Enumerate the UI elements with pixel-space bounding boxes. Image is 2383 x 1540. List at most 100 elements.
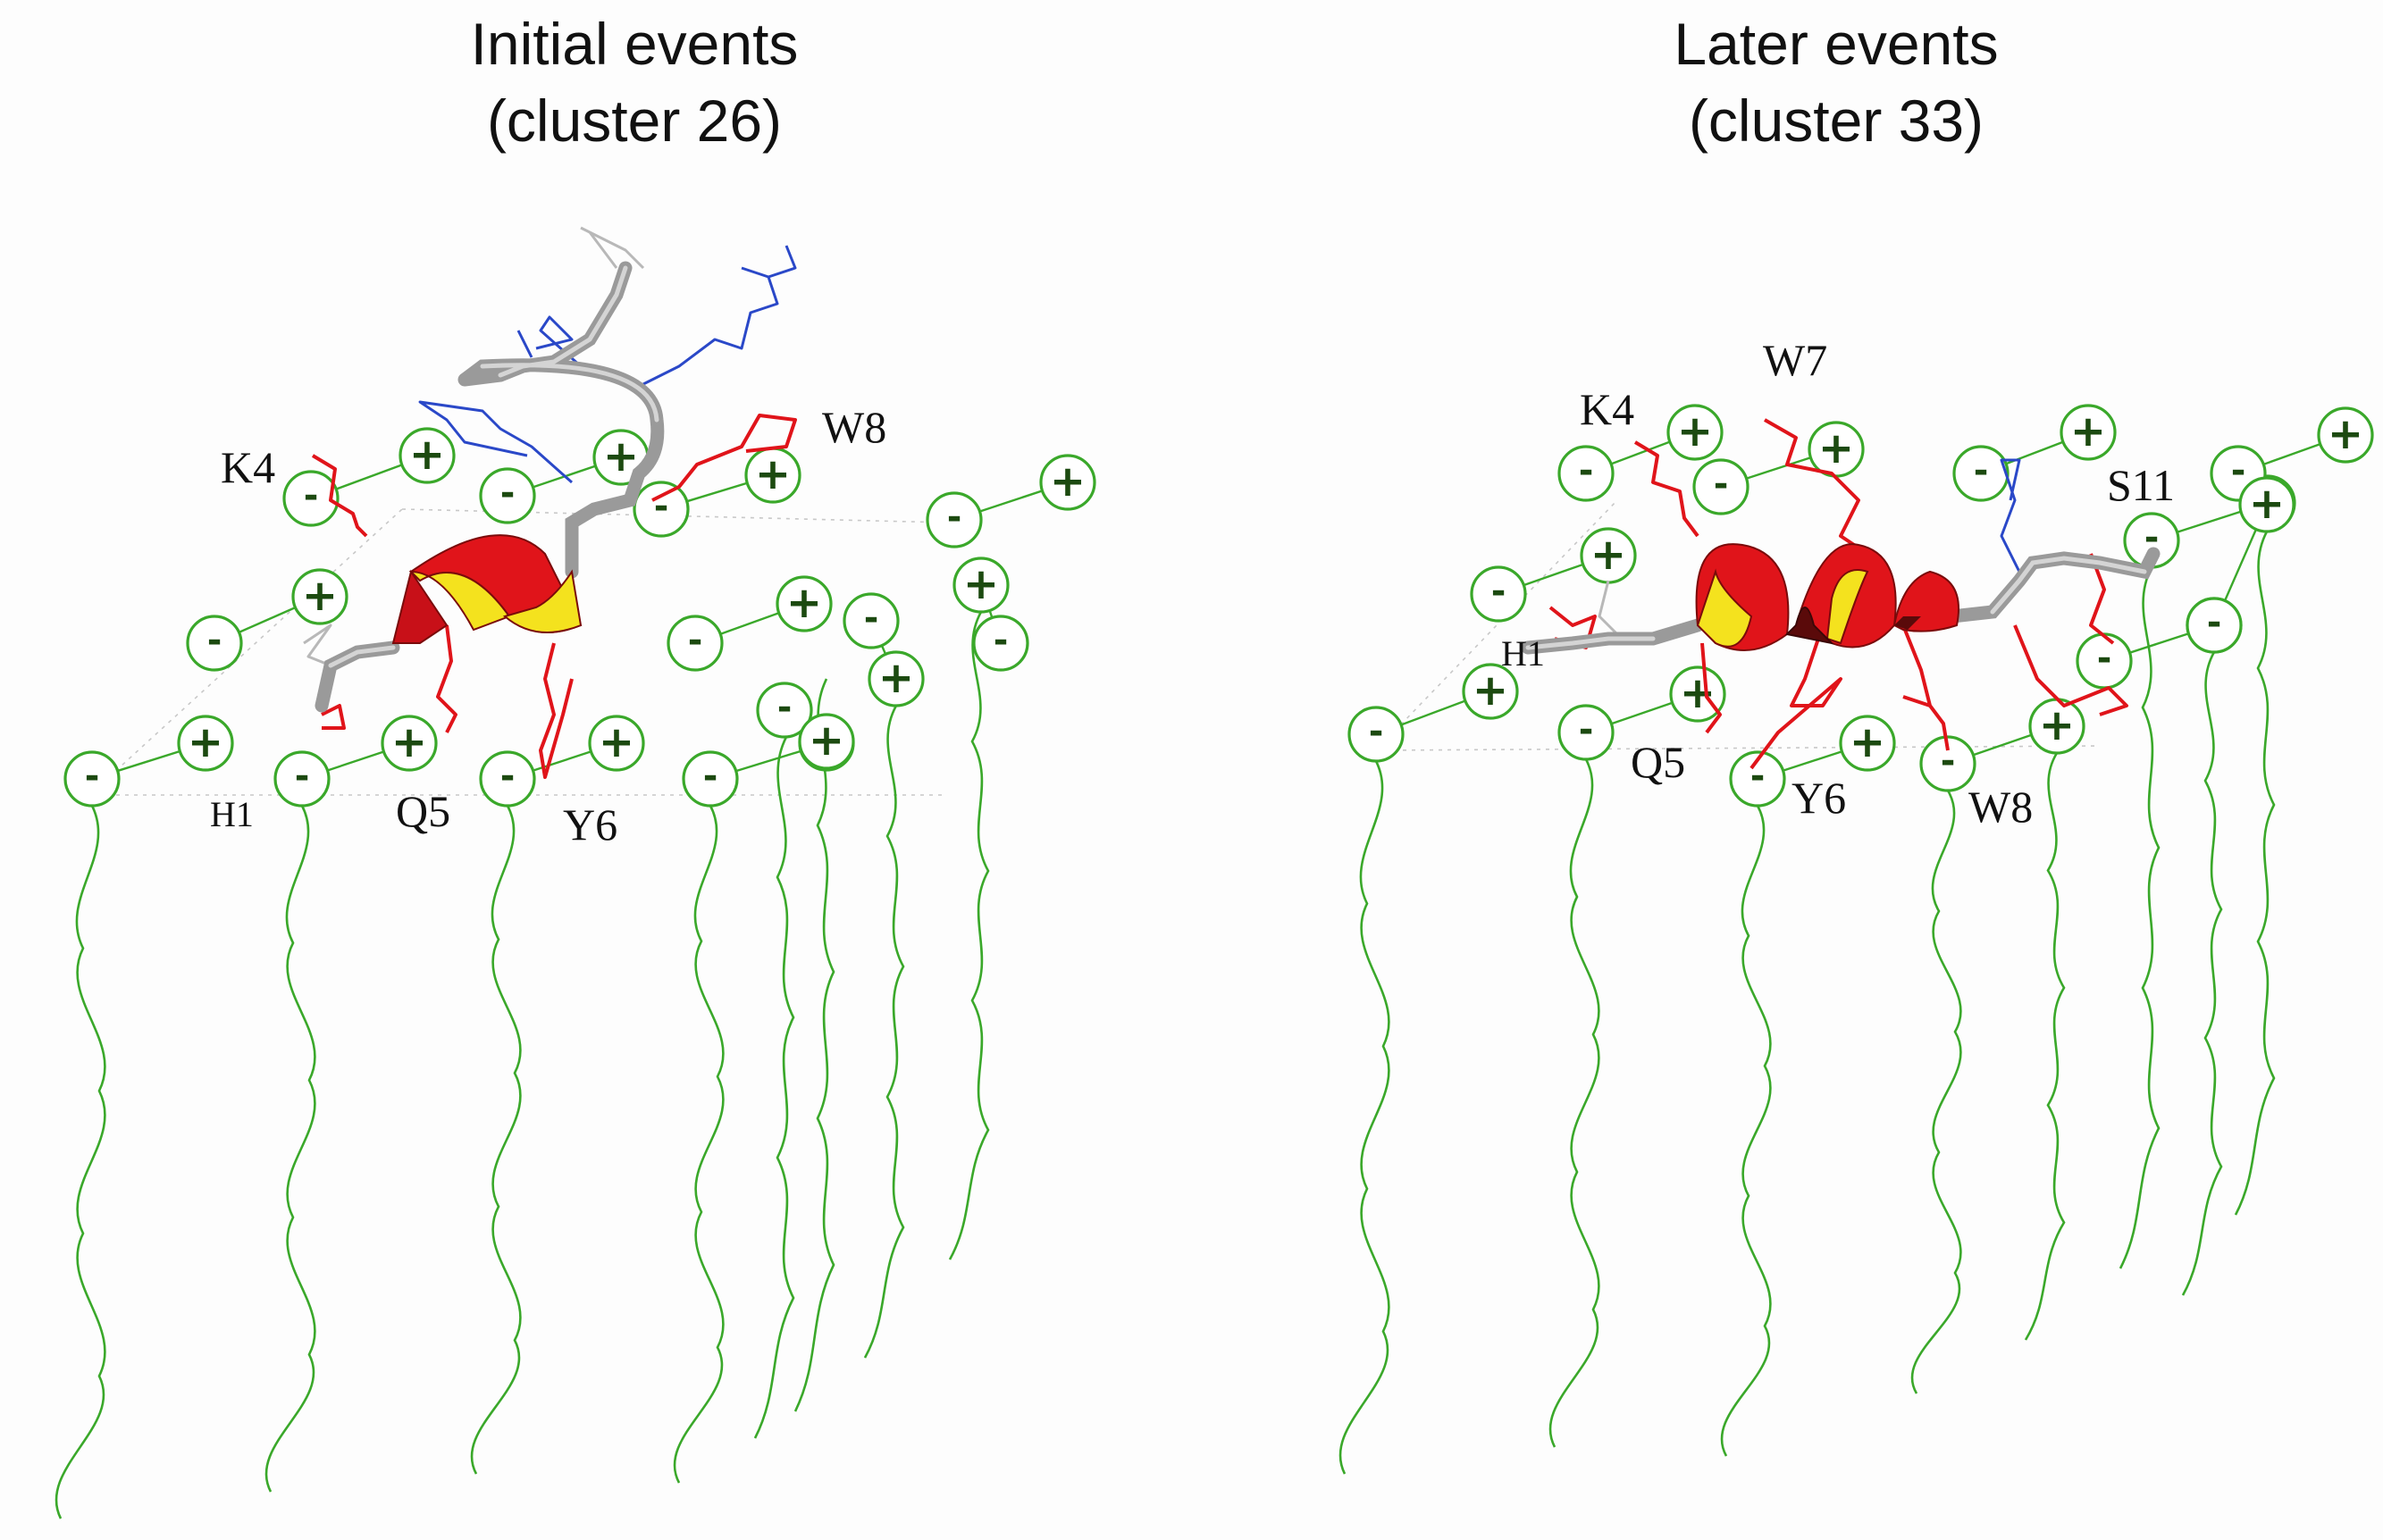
left-label-y6: Y6 (563, 799, 617, 850)
lipid-headgroup-positive-icon: + (2060, 404, 2117, 461)
lipid-tail (1720, 805, 1772, 1457)
left-label-k4: K4 (221, 442, 275, 492)
svg-text:-: - (295, 756, 310, 797)
lipid-headgroup-negative-icon: - (282, 470, 340, 527)
lipid-headgroup-positive-icon: + (1580, 527, 1637, 584)
svg-text:+: + (755, 449, 791, 499)
svg-text:-: - (994, 620, 1009, 661)
svg-text:-: - (1974, 450, 1989, 491)
svg-text:-: - (864, 598, 879, 639)
lipid-tail (948, 611, 990, 1260)
svg-text:+: + (2039, 700, 2075, 750)
lipid-headgroup-positive-icon: + (291, 568, 348, 625)
right-panel: -+-+-+-+-+-+-+-+-+-+-+-+ W7 (1338, 335, 2374, 1475)
lipid-tail (2181, 651, 2223, 1296)
lipid-headgroup-positive-icon: + (177, 715, 234, 772)
lipid-headgroup-negative-icon: - (1557, 704, 1615, 761)
svg-text:+: + (786, 578, 822, 628)
svg-text:-: - (207, 620, 222, 661)
lipid-headgroup-positive-icon: + (1039, 454, 1096, 511)
lipid-headgroup-negative-icon: - (1557, 445, 1615, 502)
left-backbone-coil (315, 261, 665, 713)
svg-text:-: - (688, 620, 703, 661)
lipid-tail (793, 678, 835, 1412)
lipid-headgroup-positive-icon: + (381, 715, 438, 772)
svg-text:-: - (1369, 711, 1384, 752)
right-helix-ribbon (1695, 543, 1959, 651)
lipid-headgroup-positive-icon: + (1839, 715, 1896, 772)
lipid-headgroup-positive-icon: + (1462, 663, 1519, 720)
lipid-headgroup-negative-icon: - (972, 615, 1029, 672)
lipid-tail (264, 805, 316, 1493)
svg-text:+: + (2249, 479, 2285, 529)
lipid-headgroup-positive-icon: + (1669, 665, 1726, 723)
svg-text:-: - (777, 687, 793, 728)
svg-text:-: - (304, 475, 319, 516)
svg-text:+: + (391, 717, 427, 767)
lipid-headgroup-negative-icon: - (1729, 750, 1786, 808)
right-label-w7: W7 (1763, 335, 1827, 385)
right-backbone-coil (1521, 547, 2161, 655)
lipid-tail (2119, 566, 2161, 1269)
right-sidechains (1548, 418, 2128, 770)
svg-text:-: - (2207, 602, 2222, 643)
svg-text:+: + (302, 571, 338, 621)
right-lipid-tails (1338, 531, 2276, 1475)
left-label-h1: H1 (210, 794, 254, 834)
lipid-tail (2024, 752, 2066, 1341)
svg-text:+: + (1473, 665, 1508, 716)
right-label-k4: K4 (1580, 384, 1634, 434)
lipid-tail (55, 805, 106, 1519)
right-label-y6: Y6 (1791, 773, 1846, 823)
svg-text:+: + (963, 559, 999, 609)
svg-text:+: + (599, 717, 634, 767)
left-panel: -+-+-+-+-+-+-+-+-+-+-+-+-+ K4 W (55, 226, 1096, 1519)
lipid-tail (1338, 760, 1390, 1475)
right-label-q5: Q5 (1631, 737, 1685, 787)
svg-text:-: - (703, 756, 718, 797)
svg-text:+: + (1850, 717, 1885, 767)
right-title-line1: Later events (1674, 11, 1998, 77)
lipid-tail (863, 705, 905, 1359)
lipid-headgroup-negative-icon: - (479, 467, 536, 524)
lipid-headgroup-negative-icon: - (186, 615, 243, 672)
right-label-h1: H1 (1501, 633, 1545, 674)
svg-text:+: + (809, 716, 844, 766)
lipid-headgroup-negative-icon: - (1692, 458, 1749, 515)
lipid-headgroup-positive-icon: + (1666, 404, 1724, 461)
lipid-tail (1548, 758, 1600, 1448)
lipid-headgroup-negative-icon: - (756, 682, 813, 739)
lipid-tail (470, 805, 522, 1475)
lipid-headgroup-positive-icon: + (952, 557, 1010, 614)
right-title-line2: (cluster 33) (1689, 88, 1984, 154)
svg-text:+: + (1050, 456, 1086, 506)
svg-text:-: - (1579, 450, 1594, 491)
lipid-headgroup-negative-icon: - (1347, 706, 1405, 763)
lipid-headgroup-positive-icon: + (588, 715, 645, 772)
svg-text:+: + (2328, 409, 2363, 459)
lipid-headgroup-positive-icon: + (2317, 406, 2374, 464)
left-lipid-headgroups: -+-+-+-+-+-+-+-+-+-+-+-+-+ (63, 427, 1096, 808)
svg-text:+: + (1677, 406, 1713, 456)
svg-text:-: - (2231, 450, 2246, 491)
lipid-headgroup-negative-icon: - (843, 592, 900, 649)
right-lipid-headgroups: -+-+-+-+-+-+-+-+-+-+-+-+ (1347, 404, 2374, 808)
lipid-headgroup-positive-icon: + (798, 713, 855, 770)
left-helix-ribbon (391, 534, 583, 644)
left-label-w8: W8 (822, 402, 886, 452)
left-label-q5: Q5 (396, 786, 450, 836)
lipid-headgroup-negative-icon: - (1919, 735, 1976, 792)
svg-text:-: - (85, 756, 100, 797)
left-sidechains (303, 226, 797, 779)
left-lipid-tails (55, 611, 990, 1519)
svg-text:-: - (500, 756, 516, 797)
lipid-headgroup-negative-icon: - (667, 615, 724, 672)
svg-text:+: + (1680, 668, 1716, 718)
lipid-headgroup-positive-icon: + (744, 447, 801, 504)
left-title-line1: Initial events (471, 11, 799, 77)
svg-text:-: - (1491, 571, 1506, 612)
lipid-headgroup-positive-icon: + (776, 575, 833, 632)
lipid-headgroup-negative-icon: - (633, 481, 690, 538)
lipid-headgroup-negative-icon: - (2076, 632, 2133, 690)
